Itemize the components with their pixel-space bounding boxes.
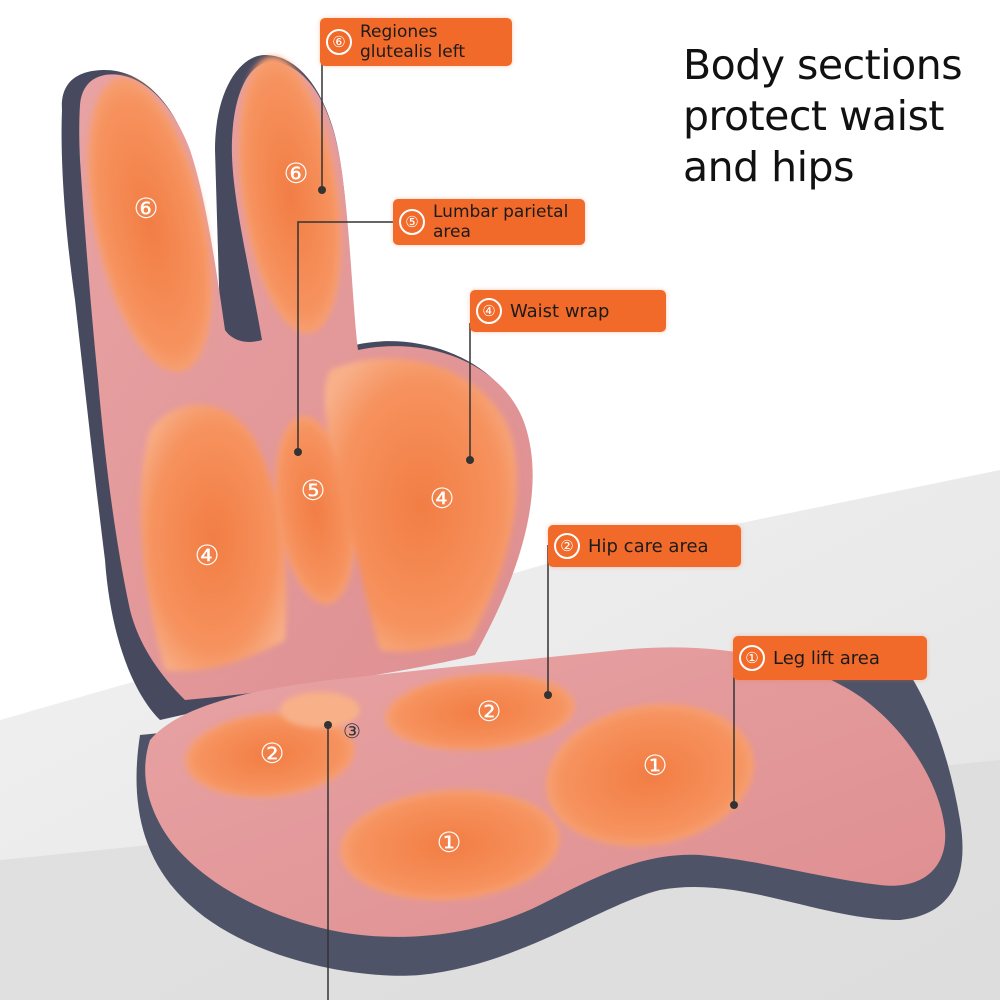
callout-leg-lift: ① Leg lift area [733,636,927,680]
callout-regiones-glutealis: ⑥ Regiones glutealis left [320,18,512,66]
marker-seat-hip-left: ② [259,737,284,770]
callout-label: Lumbar parietal area [433,202,569,242]
leader-dots [294,186,738,809]
callout-label: Regiones glutealis left [360,22,466,62]
callout-lumbar-parietal: ⑤ Lumbar parietal area [393,199,585,245]
leader-dot-3 [324,721,332,729]
pressure-zones [87,56,755,901]
marker-ear-left: ⑥ [133,192,158,225]
marker-center-gap: ③ [343,719,361,743]
zone-seat-leg-right [545,703,755,847]
callout-label: Waist wrap [510,300,610,322]
callout-label: Hip care area [588,535,709,557]
marker-lumbar: ⑤ [300,474,325,507]
leader-dot-1 [730,801,738,809]
zone-lumbar [275,415,355,605]
zone-ear-right [238,56,342,334]
callout-waist-wrap: ④ Waist wrap [470,290,666,332]
marker-seat-leg-right: ① [642,749,667,782]
leader-dot-2 [544,691,552,699]
callout-number: ⑤ [399,209,425,235]
zone-seat-leg-front [340,789,560,901]
marker-ear-right: ⑥ [283,157,308,190]
zone-back-right [324,358,518,652]
marker-seat-hip-back: ② [476,695,501,728]
callout-number: ④ [476,298,502,324]
headline-line-1: Body sections [683,41,963,89]
zone-center-gap [280,692,360,728]
leader-dot-5 [294,448,302,456]
leader-dot-6 [318,186,326,194]
leader-line-5 [297,221,395,452]
callout-number: ⑥ [326,29,352,55]
zone-seat-hip-left [185,712,355,798]
headline: Body sections protect waist and hips [683,40,993,193]
headline-line-2: protect waist [683,92,945,140]
marker-seat-leg-front: ① [436,826,461,859]
callout-hip-care: ② Hip care area [548,525,741,567]
zone-seat-hip-back [385,673,575,751]
zone-ear-left [87,77,213,373]
leader-dot-4 [466,456,474,464]
marker-back-right: ④ [429,482,454,515]
zone-markers: ⑥ ⑥ ④ ⑤ ④ ② ② ① ① ③ [133,157,667,859]
zone-back-left [140,404,287,672]
headline-line-3: and hips [683,143,854,191]
callout-label: Leg lift area [773,647,880,669]
marker-back-left: ④ [194,539,219,572]
callout-number: ② [554,533,580,559]
callout-number: ① [739,645,765,671]
